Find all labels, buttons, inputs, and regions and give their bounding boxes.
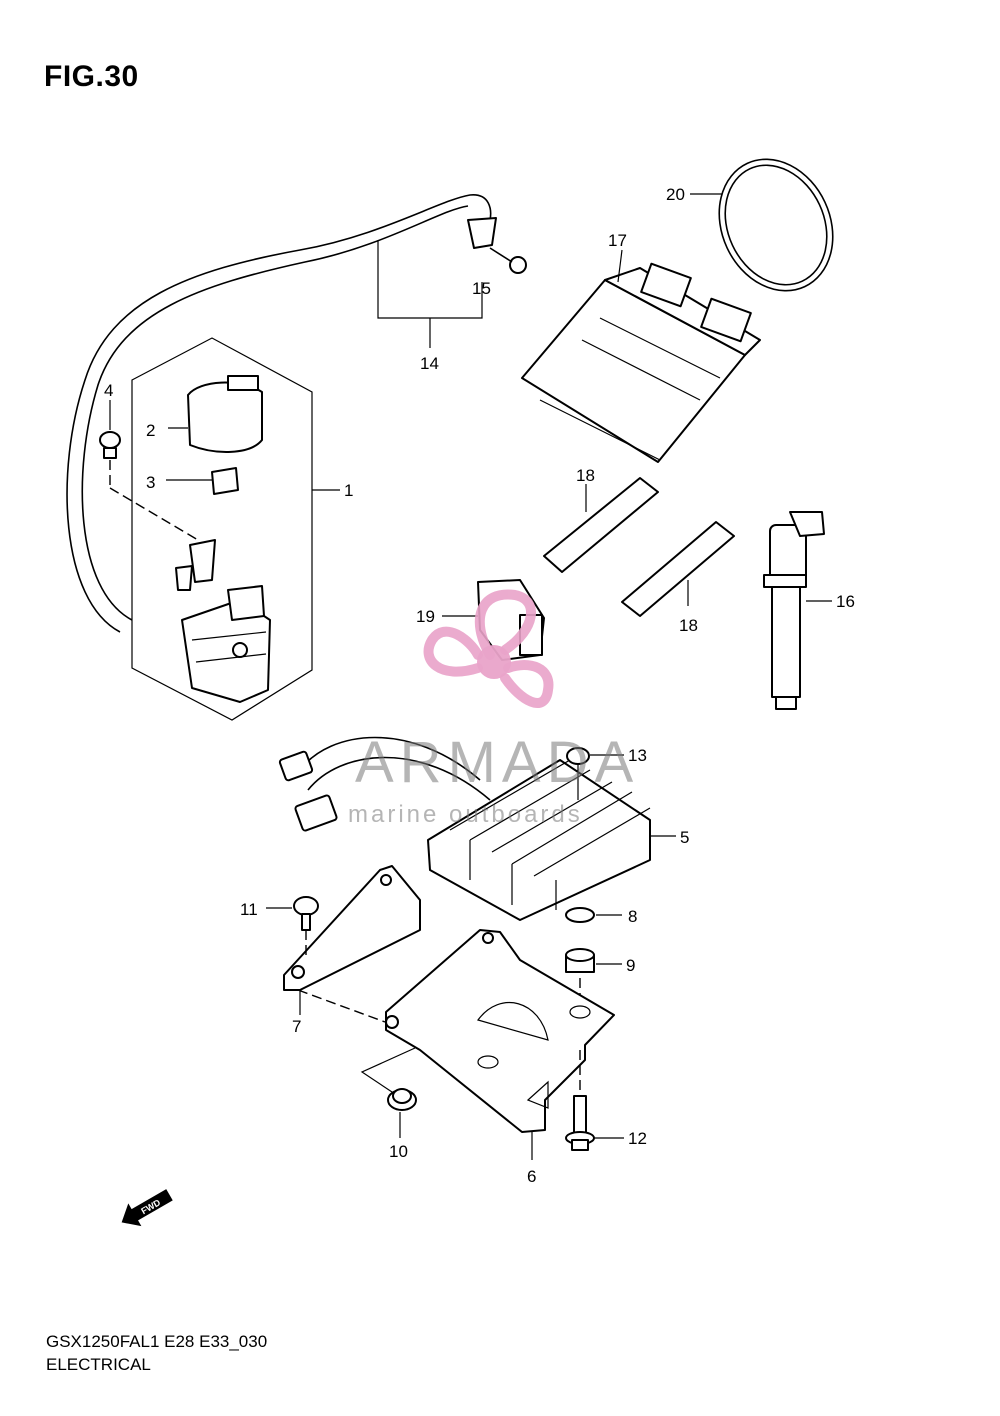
callout-20: 20 (666, 185, 685, 204)
propeller-hub-icon (477, 645, 511, 679)
regulator-rectifier (278, 736, 676, 921)
bracket-plate (360, 929, 615, 1160)
bolt-12 (565, 1050, 624, 1151)
model-code: GSX1250FAL1 E28 E33_030 (46, 1332, 268, 1351)
propeller-logo-icon (423, 589, 554, 708)
section-name: ELECTRICAL (46, 1355, 151, 1374)
callout-9: 9 (626, 956, 635, 975)
bushing-and-cushion (565, 907, 622, 1005)
watermark-brand: ARMADA (355, 730, 639, 795)
callout-12: 12 (628, 1129, 647, 1148)
bolt-10 (387, 1088, 417, 1138)
callout-14: 14 (420, 354, 439, 373)
callout-7: 7 (292, 1017, 301, 1036)
callout-18-a: 18 (576, 466, 595, 485)
callout-8: 8 (628, 907, 637, 926)
callout-labels: 1 2 3 4 5 6 7 8 9 10 11 12 13 14 15 16 1… (104, 185, 855, 1186)
callout-19: 19 (416, 607, 435, 626)
callout-2: 2 (146, 421, 155, 440)
callout-3: 3 (146, 473, 155, 492)
callout-17: 17 (608, 231, 627, 250)
callout-11: 11 (240, 900, 258, 919)
relay-cap (168, 375, 263, 453)
callout-5: 5 (680, 828, 689, 847)
watermark-tagline: marine outboards (348, 801, 583, 828)
cushion-pads (543, 477, 735, 617)
callout-16: 16 (836, 592, 855, 611)
starter-relay (175, 539, 271, 703)
figure-footer: GSX1250FAL1 E28 E33_030 ELECTRICAL (46, 1330, 267, 1376)
watermark: ARMADA marine outboards (348, 589, 639, 828)
fuse (166, 467, 239, 495)
screw (99, 400, 199, 541)
starter-cable (66, 194, 527, 633)
callout-13: 13 (628, 746, 647, 765)
bolt-11 (266, 896, 319, 960)
ecm (521, 249, 761, 463)
ignition-coil (763, 511, 832, 710)
callout-1: 1 (344, 481, 353, 500)
callout-4: 4 (104, 381, 113, 400)
forward-direction-arrow: FWD (121, 1189, 173, 1227)
bracket (283, 865, 421, 1023)
relay-assembly-box (131, 337, 340, 721)
callout-15: 15 (472, 279, 491, 298)
figure-title: FIG.30 (44, 60, 139, 93)
callout-18-b: 18 (679, 616, 698, 635)
callout-10: 10 (389, 1142, 408, 1161)
callout-6: 6 (527, 1167, 536, 1186)
band (690, 158, 834, 292)
